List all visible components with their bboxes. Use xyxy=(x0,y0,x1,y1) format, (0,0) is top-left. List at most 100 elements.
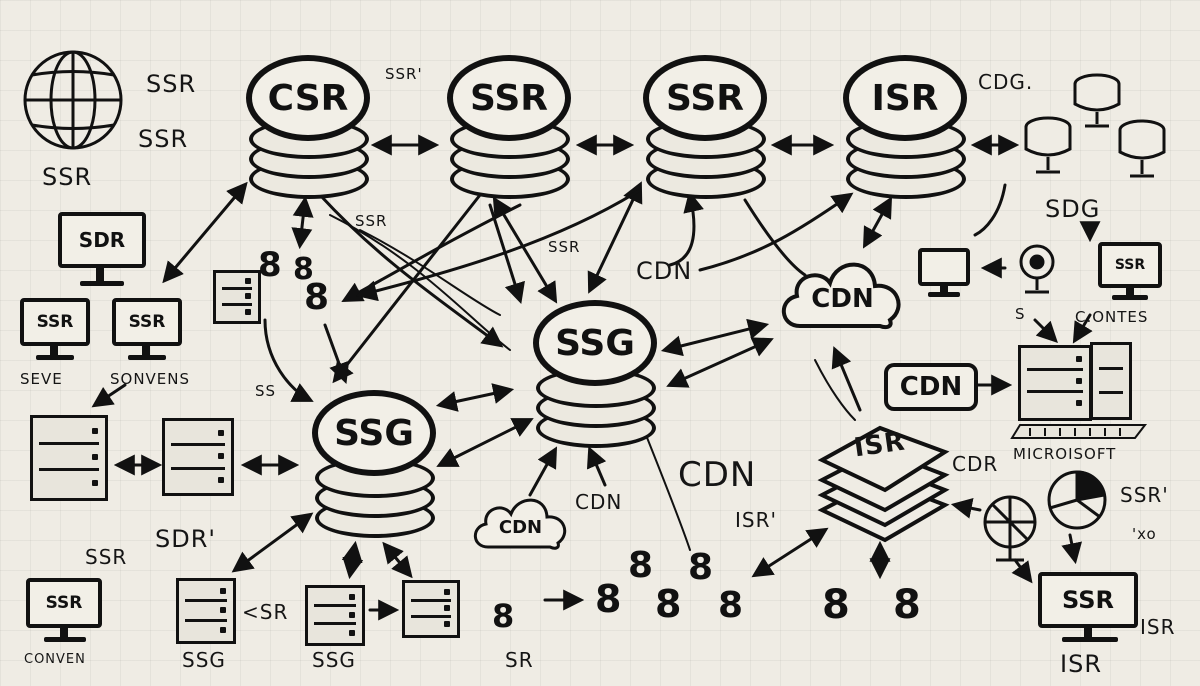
label-ssg: SSG xyxy=(312,648,356,672)
database-label: SSG xyxy=(533,300,657,386)
node-cluster[interactable]: 8 xyxy=(628,545,654,586)
monitor-stand xyxy=(940,286,948,292)
label-cdn: CDN xyxy=(678,455,757,495)
label-ssr: SSR xyxy=(355,212,388,230)
monitor-screen: SDR xyxy=(58,212,146,268)
monitor-stand xyxy=(60,628,68,638)
cloud-label: CDN xyxy=(498,517,543,538)
label-seve: SEVE xyxy=(20,370,63,388)
arrow-ssr2-eights xyxy=(355,188,642,302)
monitor-sdr[interactable]: SDR xyxy=(58,212,146,290)
label-ssr: SSR xyxy=(548,238,581,256)
arrow-ssg-cdn-label xyxy=(586,446,607,487)
monitor-stand xyxy=(1126,288,1134,296)
monitor-ssr-c[interactable]: SSR xyxy=(26,578,102,648)
isr-stack-icon xyxy=(817,425,950,543)
monitor-screen: SSR xyxy=(20,298,90,346)
label-ssr: SSR xyxy=(85,545,128,569)
database-ssg-center[interactable]: SSG xyxy=(533,300,659,448)
database-csr[interactable]: CSR xyxy=(246,55,372,199)
small-database-cluster-icon xyxy=(1024,73,1166,178)
node-cluster[interactable]: 8 xyxy=(492,597,515,635)
fan-icon xyxy=(983,495,1037,562)
node-cluster[interactable]: 8 xyxy=(688,547,714,588)
server-icon[interactable] xyxy=(1090,342,1132,420)
server-icon[interactable] xyxy=(305,585,365,646)
label-contes: C.ONTES xyxy=(1075,308,1149,326)
label-microisoft: MICROISOFT xyxy=(1013,445,1117,463)
label-isr: ISR xyxy=(1140,615,1176,639)
cloud-label: CDN xyxy=(811,284,874,314)
cloud-cdn-right[interactable]: CDN xyxy=(775,248,910,332)
arrow-csr-ssg xyxy=(318,193,504,348)
label-cdg: CDG. xyxy=(978,70,1034,94)
server-icon[interactable] xyxy=(213,270,261,324)
monitor-stand xyxy=(1084,628,1092,638)
node-cluster[interactable]: 8 xyxy=(293,252,314,287)
label-ssr: SSR xyxy=(146,70,197,98)
arrow-eights-ssgleft xyxy=(323,323,350,384)
database-ssr-1[interactable]: SSR xyxy=(447,55,573,199)
database-label: SSR xyxy=(447,55,571,141)
arrow-s-server xyxy=(1033,318,1058,343)
arrow-ssg-cdn-bottom xyxy=(528,446,558,497)
arrow-contes-server xyxy=(1072,313,1093,344)
monitor-ssr-right[interactable]: SSR xyxy=(1098,242,1162,304)
arrow-fan-stack xyxy=(950,497,982,519)
server-icon[interactable] xyxy=(30,415,108,501)
webcam-icon xyxy=(1019,244,1055,294)
node-cluster[interactable]: 8 xyxy=(893,582,921,628)
arrow-csr-eights xyxy=(291,195,314,250)
monitor-screen xyxy=(918,248,970,286)
monitor-base xyxy=(80,281,124,286)
server-icon[interactable] xyxy=(402,580,460,638)
database-label: CSR xyxy=(246,55,370,141)
database-label: SSG xyxy=(312,390,436,476)
server-icon[interactable] xyxy=(176,578,236,644)
label-sonvens: SONVENS xyxy=(110,370,191,388)
database-ssg-left[interactable]: SSG xyxy=(312,390,438,538)
node-cluster[interactable]: 8 xyxy=(718,585,744,626)
node-cluster[interactable]: 8 xyxy=(258,245,282,285)
monitor-base xyxy=(1112,295,1148,300)
line-sdg xyxy=(973,183,1007,237)
node-cluster[interactable]: 8 xyxy=(822,582,850,628)
cloud-cdn-bottom[interactable]: CDN xyxy=(468,487,573,553)
monitor-ssr-a[interactable]: SSR xyxy=(20,298,90,364)
label-isr: ISR' xyxy=(735,508,777,532)
database-isr[interactable]: ISR xyxy=(843,55,969,199)
cdn-box[interactable]: CDN xyxy=(884,363,978,411)
arrow-ssr2-ssg xyxy=(587,181,643,294)
line-ssr2-cloud xyxy=(743,198,807,277)
monitor-blank[interactable] xyxy=(918,248,970,300)
monitor-base xyxy=(36,355,74,360)
arrow-ssgleft-server3 xyxy=(382,541,413,579)
node-cluster[interactable]: 8 xyxy=(595,577,622,621)
label-cdn: CDN xyxy=(575,490,623,514)
monitor-base xyxy=(44,637,86,642)
label-sdr: SDR' xyxy=(155,525,216,553)
pie-chart-icon xyxy=(1047,470,1107,530)
arrow-ssgleft-server xyxy=(231,512,314,573)
monitor-base xyxy=(1062,637,1118,642)
monitor-stand xyxy=(142,346,150,356)
label-ssg: SSG xyxy=(182,648,226,672)
database-label: ISR xyxy=(843,55,967,141)
node-cluster[interactable]: 8 xyxy=(304,277,330,318)
label-isr: ISR xyxy=(1060,650,1102,678)
arrow-sonvens-server xyxy=(91,383,127,408)
monitor-ssr-b[interactable]: SSR xyxy=(112,298,182,364)
arrow-ssg-ssg xyxy=(435,383,515,412)
monitor-screen: SSR xyxy=(112,298,182,346)
server-icon[interactable] xyxy=(162,418,234,496)
arrow-cloud-ssg xyxy=(660,318,770,357)
arrow-isr-cloud-up xyxy=(831,346,862,412)
database-ssr-2[interactable]: SSR xyxy=(643,55,769,199)
line-cross-2 xyxy=(359,229,501,316)
monitor-base xyxy=(928,292,960,297)
monitor-ssr-bottom-right[interactable]: SSR xyxy=(1038,572,1138,648)
server-icon[interactable] xyxy=(1018,345,1092,421)
node-cluster[interactable]: 8 xyxy=(655,582,682,626)
arrow-ssgleft-server2 xyxy=(341,540,364,580)
monitor-stand xyxy=(96,268,104,282)
